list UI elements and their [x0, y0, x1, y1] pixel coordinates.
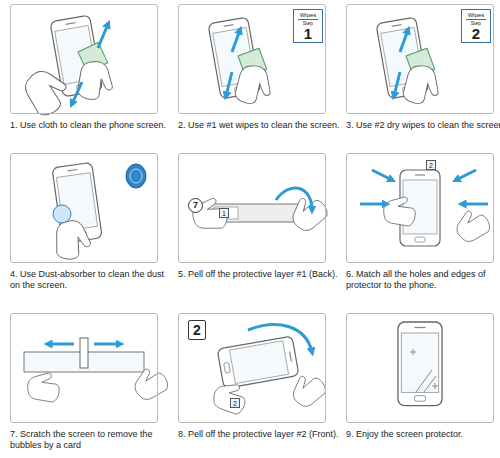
step-panel: 4. Use Dust-absorber to clean the dust o… [10, 153, 158, 291]
step-caption: 1. Use cloth to clean the phone screen. [10, 120, 174, 131]
step-caption: 7. Scratch the screen to remove the bubb… [10, 429, 174, 451]
layer-tab: 2 [426, 160, 436, 170]
step-8-art [209, 325, 329, 419]
step-panel: 5. Pell off the protective layer #1 (Bac… [178, 153, 326, 280]
wipes-box: WipesStep1 [293, 9, 323, 43]
step-caption: 9. Enjoy the screen protector. [346, 429, 500, 440]
wipes-box: WipesStep2 [461, 9, 491, 43]
step-2-art [208, 17, 278, 111]
step-panel: 1. Use cloth to clean the phone screen. [10, 4, 158, 131]
callout-number: 7 [188, 198, 203, 213]
box-text: 1 [304, 26, 312, 41]
step-panel: WipesStep12. Use #1 wet wipes to clean t… [178, 4, 326, 131]
step-caption: 5. Pell off the protective layer #1 (Bac… [178, 269, 342, 280]
step-6-art [360, 170, 493, 246]
box-text: Wipes [466, 12, 487, 20]
layer-tab: 1 [219, 208, 229, 218]
panel-frame [10, 153, 158, 263]
step-4-art [52, 162, 146, 262]
box-text: 2 [472, 26, 480, 41]
step-9-art [398, 322, 442, 406]
layer-tab: 2 [230, 398, 240, 408]
panel-frame [346, 313, 494, 423]
step-5-art [191, 188, 332, 235]
step-caption: 2. Use #1 wet wipes to clean the screen. [178, 120, 342, 131]
step-panel: WipesStep23. Use #2 dry wipes to clean t… [346, 4, 494, 131]
panel-frame [10, 4, 158, 114]
step-caption: 6. Match all the holes and edges of prot… [346, 269, 500, 291]
step-caption: 8. Pell off the protective layer #2 (Fro… [178, 429, 342, 440]
panel-frame [346, 153, 494, 263]
step-panel: 7. Scratch the screen to remove the bubb… [10, 313, 158, 451]
step-caption: 4. Use Dust-absorber to clean the dust o… [10, 269, 174, 291]
step-panel: 9. Enjoy the screen protector. [346, 313, 494, 440]
step-1-art [21, 15, 119, 119]
step-panel: 6. Match all the holes and edges of prot… [346, 153, 494, 291]
panel-frame: WipesStep2 [346, 4, 494, 114]
box-text: Wipes [298, 12, 319, 20]
step-3-art [376, 17, 446, 111]
callout-number: 2 [188, 320, 206, 340]
step-caption: 3. Use #2 dry wipes to clean the screen. [346, 120, 500, 131]
panel-frame [10, 313, 158, 423]
panel-frame: WipesStep1 [178, 4, 326, 114]
step-7-art [24, 338, 171, 406]
